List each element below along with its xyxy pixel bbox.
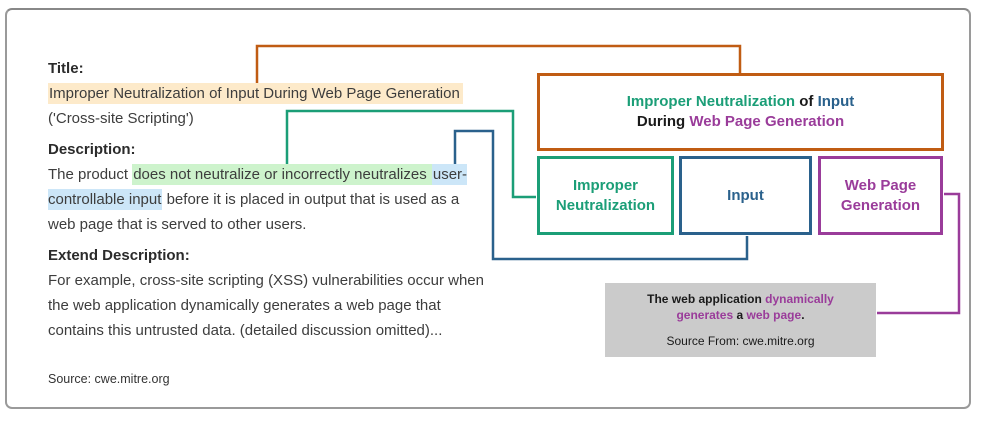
- improper-neutralization-label: Improper Neutralization: [555, 176, 656, 214]
- description-heading: Description:: [48, 141, 136, 158]
- combined-box-line1: Improper Neutralization of Input: [627, 92, 855, 112]
- description-tail: before it is placed in output that is us…: [48, 191, 460, 233]
- connector-blue-highlight-to-input-box: [453, 129, 749, 261]
- extend-description-heading: Extend Description:: [48, 247, 190, 264]
- connector-webpage-box-to-gray-box: [877, 192, 961, 315]
- connector-title-to-combined-box: [255, 44, 742, 84]
- web-application-note-box: The web application dynamically generate…: [605, 283, 876, 357]
- gray-seg-dynamically-generates: dynamically generates: [676, 292, 834, 322]
- title-line: Improper Neutralization of Input During …: [48, 81, 488, 106]
- improper-neutralization-box: Improper Neutralization: [537, 156, 674, 235]
- extend-description-paragraph: For example, cross-site scripting (XSS) …: [48, 272, 484, 339]
- description-lead: The product: [48, 166, 133, 183]
- combined-seg-of: of: [795, 93, 818, 110]
- combined-box-line2: During Web Page Generation: [637, 112, 844, 132]
- gray-seg-2: a: [733, 308, 747, 322]
- web-page-generation-box: Web Page Generation: [818, 156, 943, 235]
- web-page-generation-label: Web Page Generation: [840, 176, 921, 214]
- title-suffix: ('Cross-site Scripting'): [48, 110, 194, 127]
- combined-seg-improper-neutralization: Improper Neutralization: [626, 93, 796, 110]
- combined-title-box: Improper Neutralization of Input During …: [537, 73, 944, 151]
- gray-seg-web-page: web page: [746, 308, 802, 322]
- description-paragraph: The product does not neutralize or incor…: [48, 162, 488, 237]
- input-label: Input: [727, 186, 764, 204]
- combined-seg-web-page-generation: Web Page Generation: [689, 113, 845, 130]
- title-highlighted-text: Improper Neutralization of Input During …: [48, 83, 463, 104]
- input-box: Input: [679, 156, 812, 235]
- gray-seg-3: .: [801, 308, 805, 322]
- cwe-text-column: Title: Improper Neutralization of Input …: [48, 56, 488, 343]
- gray-box-source: Source From: cwe.mitre.org: [666, 334, 815, 348]
- gray-box-sentence: The web application dynamically generate…: [625, 291, 857, 323]
- gray-seg-1: The web application: [647, 292, 766, 306]
- combined-seg-during: During: [636, 113, 690, 130]
- title-heading: Title:: [48, 60, 84, 77]
- connector-green-highlight-to-neutralization-box: [285, 109, 536, 199]
- description-green-highlight: does not neutralize or incorrectly neutr…: [132, 164, 432, 185]
- combined-seg-input: Input: [817, 93, 855, 110]
- source-note: Source: cwe.mitre.org: [48, 372, 170, 386]
